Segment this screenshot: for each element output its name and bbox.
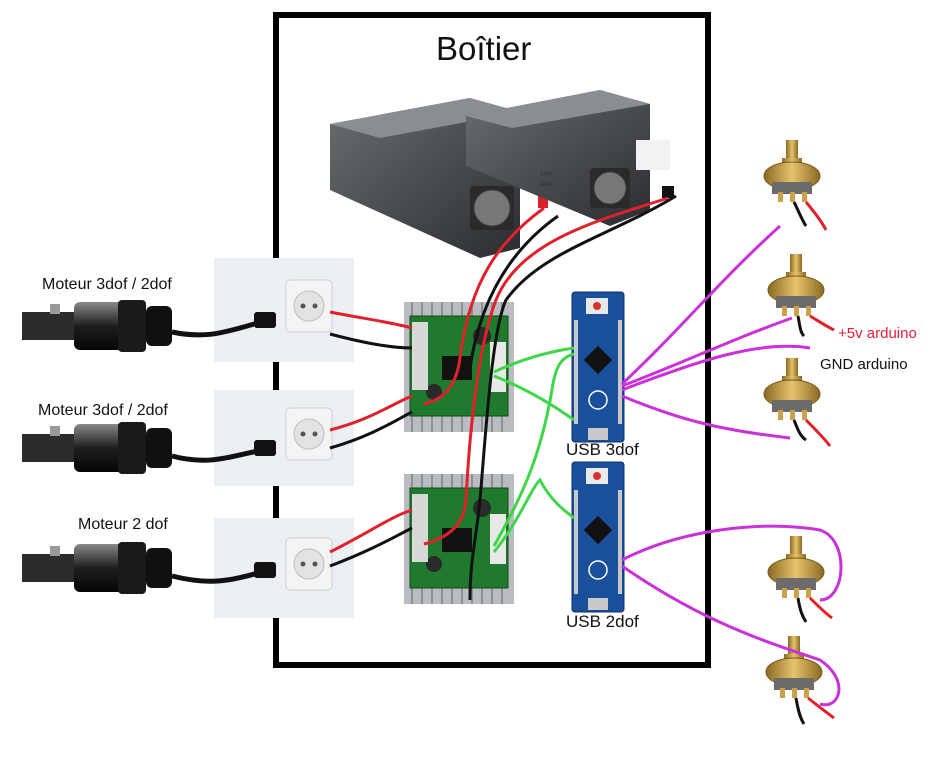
power-supply-right <box>466 90 674 226</box>
plug-3 <box>254 562 276 578</box>
arduino-2dof-label: USB 2dof <box>566 612 639 631</box>
socket-1 <box>285 279 333 333</box>
potentiometer-3 <box>763 357 821 421</box>
potentiometer-2 <box>767 253 825 317</box>
arduino-3dof-label: USB 3dof <box>566 440 639 459</box>
plug-1 <box>254 312 276 328</box>
motor-3 <box>22 542 172 594</box>
enclosure-title: Boîtier <box>436 30 532 67</box>
motor-2-cable <box>171 447 263 463</box>
socket-panel-1 <box>214 258 354 362</box>
motor-3-label: Moteur 2 dof <box>78 516 168 533</box>
potentiometer-4 <box>767 535 825 599</box>
motor-3-cable <box>171 569 263 584</box>
arduino-2dof <box>571 461 625 613</box>
plug-2 <box>254 440 276 456</box>
psu-label-current: 40A <box>540 181 553 188</box>
socket-panel-3 <box>214 518 354 618</box>
motor-1-label: Moteur 3dof / 2dof <box>42 276 172 293</box>
socket-panel-2 <box>214 390 354 486</box>
motor-2 <box>22 422 172 474</box>
psu-label-voltage: 24V <box>540 171 553 178</box>
motor-1-cable <box>171 319 263 338</box>
motor-2-label: Moteur 3dof / 2dof <box>38 402 168 419</box>
gnd-label: GND arduino <box>820 356 908 373</box>
plus5v-label: +5v arduino <box>838 325 917 342</box>
socket-2 <box>285 407 333 461</box>
arduino-3dof <box>571 291 625 443</box>
potentiometer-1 <box>763 139 821 203</box>
motor-1 <box>22 300 172 352</box>
socket-3 <box>285 537 333 591</box>
